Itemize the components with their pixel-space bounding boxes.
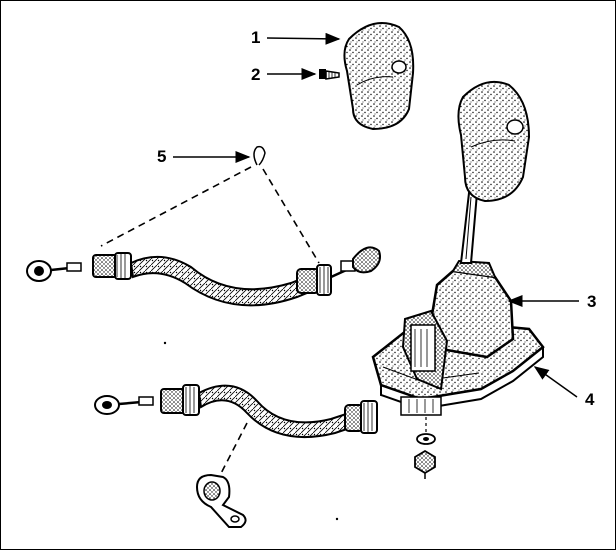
callout-1: 1 bbox=[251, 28, 341, 47]
callout-3: 3 bbox=[507, 292, 596, 311]
knob-screw bbox=[319, 69, 340, 80]
cable-bracket bbox=[195, 473, 247, 528]
callout-label-5: 5 bbox=[157, 147, 166, 166]
callout-label-1: 1 bbox=[251, 28, 260, 47]
shifter-assembly bbox=[371, 81, 545, 479]
upper-shift-cable bbox=[26, 246, 381, 307]
gear-knob-installed bbox=[457, 81, 531, 203]
speck-dot bbox=[335, 517, 339, 521]
cable-retaining-clip bbox=[253, 145, 266, 166]
gear-knob-loose bbox=[343, 22, 415, 131]
speck-dot bbox=[163, 341, 167, 345]
callout-label-3: 3 bbox=[587, 292, 596, 311]
lower-shift-cable bbox=[94, 384, 378, 439]
callout-4: 4 bbox=[533, 366, 595, 409]
shifter-housing bbox=[401, 259, 515, 391]
callout-5: 5 bbox=[157, 147, 251, 166]
shift-lever-rod bbox=[459, 192, 479, 264]
mounting-nut bbox=[414, 449, 436, 479]
clip-leader-lines bbox=[100, 166, 320, 264]
callout-2: 2 bbox=[251, 65, 317, 84]
callout-label-4: 4 bbox=[585, 390, 595, 409]
callout-label-2: 2 bbox=[251, 65, 260, 84]
mounting-washer bbox=[416, 433, 436, 445]
